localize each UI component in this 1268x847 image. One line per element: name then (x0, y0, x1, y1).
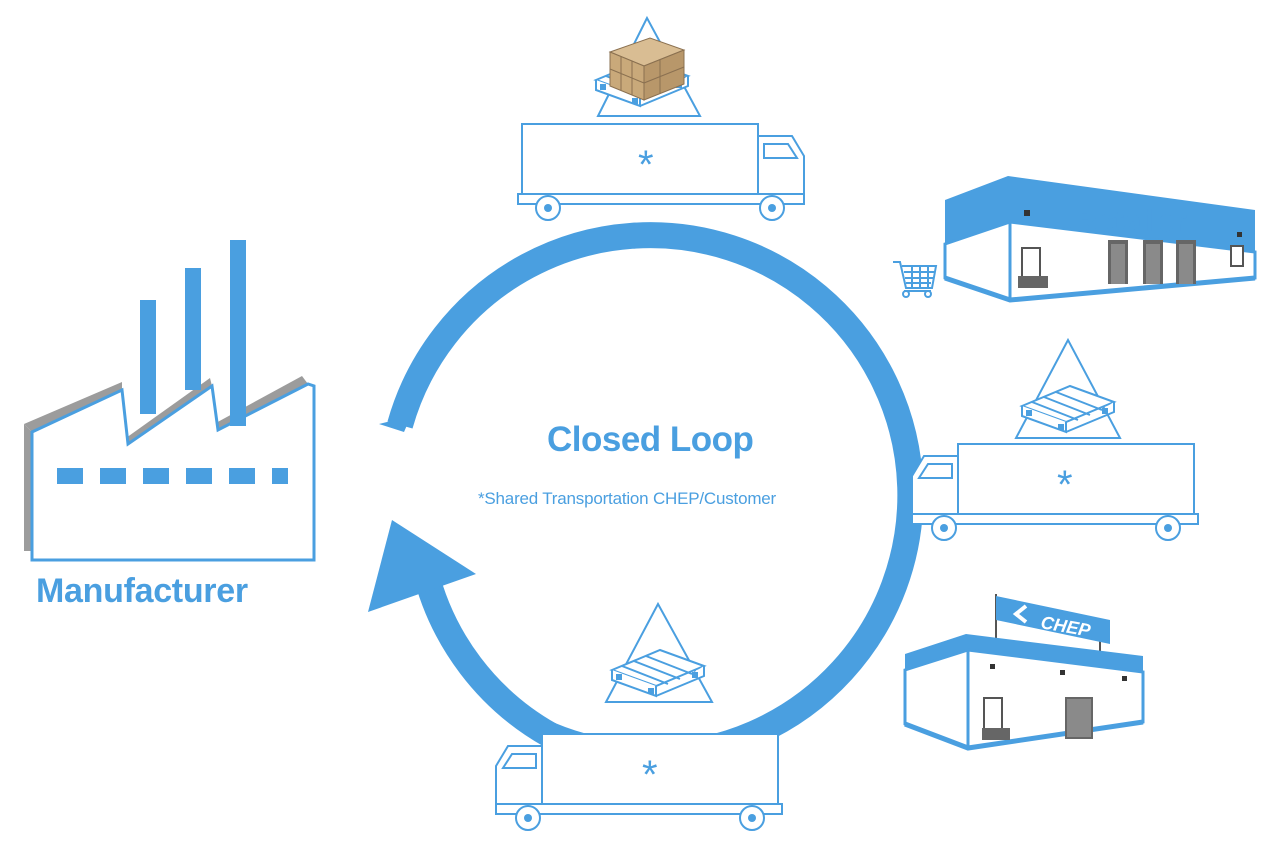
boxes-icon (608, 37, 686, 101)
factory-icon (24, 240, 316, 562)
truck-icon-bottom (495, 733, 783, 831)
truck-top-marker: * (638, 143, 654, 187)
loop-arrowhead (368, 520, 476, 612)
truck-bottom-marker: * (642, 753, 658, 797)
chep-warehouse-icon: CHEP (903, 594, 1145, 751)
truck-icon-right (911, 443, 1199, 541)
retailer-warehouse-icon (943, 176, 1257, 303)
chep-logo-icon (1012, 604, 1028, 624)
loop-arc-lower (412, 566, 557, 747)
truck-bottom (495, 601, 783, 831)
truck-icon-top (517, 123, 805, 221)
truck-right (911, 337, 1199, 541)
retailer-label: Retailer (1075, 203, 1187, 238)
shopping-cart-icon (893, 261, 938, 298)
diagram-subtitle: *Shared Transportation CHEP/Customer (478, 489, 776, 508)
diagram-title: Closed Loop (547, 420, 754, 459)
truck-right-marker: * (1057, 463, 1073, 507)
manufacturer-label: Manufacturer (36, 572, 248, 610)
truck-top (517, 15, 805, 221)
